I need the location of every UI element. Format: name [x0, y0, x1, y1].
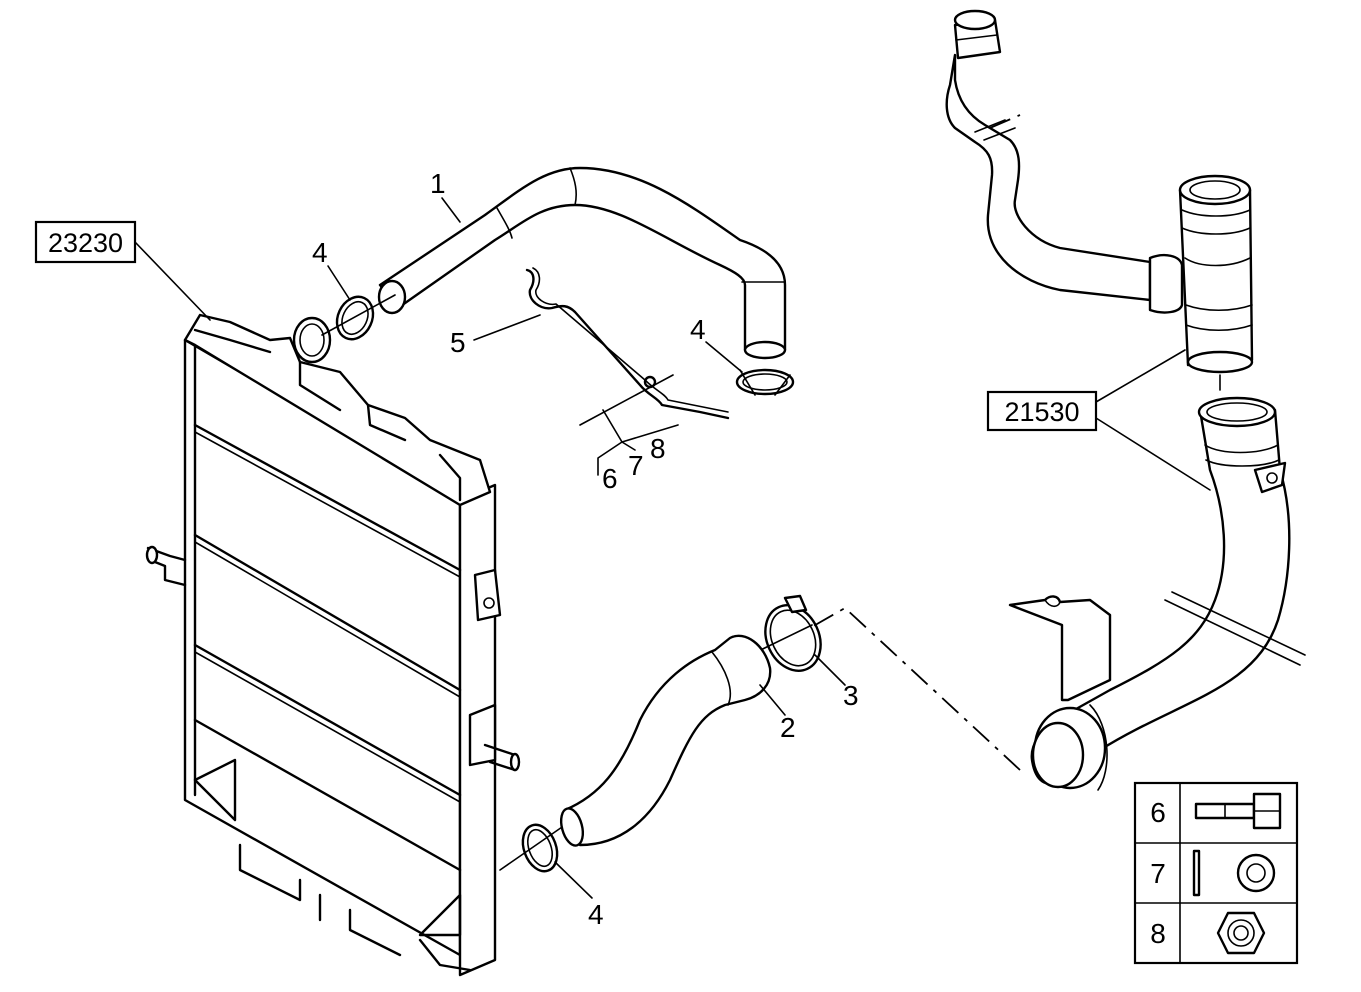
legend-number-8: 8 [1150, 918, 1166, 949]
legend-number-7: 7 [1150, 858, 1166, 889]
legend-number-6: 6 [1150, 797, 1166, 828]
clamp-axis-line [321, 294, 396, 336]
hex-nut-icon [1216, 911, 1266, 955]
lower-hose [559, 634, 772, 847]
clamp-lower-right [764, 594, 822, 672]
washer-icon [1192, 849, 1276, 897]
callout-4-top-left: 4 [312, 237, 328, 268]
callout-7: 7 [628, 450, 644, 481]
ref-pipe-assembly-leaders [1095, 349, 1211, 491]
fastener-leader [597, 409, 679, 476]
clamp-top-left [335, 295, 375, 341]
callout-5: 5 [450, 327, 466, 358]
connection-line [809, 606, 1021, 771]
ref-box-radiator[interactable]: 23230 [34, 220, 137, 264]
callout-1: 1 [430, 168, 446, 199]
callout-2: 2 [780, 712, 796, 743]
fastener-axis-line [579, 374, 674, 426]
bolt-icon [1194, 792, 1282, 830]
callout-4-bottom: 4 [588, 899, 604, 930]
callout-6: 6 [602, 463, 618, 494]
callouts: 1 4 4 5 6 7 8 3 2 4 [312, 168, 859, 930]
ref-radiator-leader [134, 241, 211, 321]
fastener-legend: 6 7 8 [1133, 781, 1299, 965]
callout-8: 8 [650, 433, 666, 464]
break-line [989, 114, 1021, 129]
clamp-axis-line-lower [499, 824, 566, 871]
clamp-bottom [521, 823, 559, 873]
ref-box-pipe-assembly[interactable]: 21530 [986, 390, 1098, 432]
upper-hose [377, 166, 787, 360]
radiator [145, 313, 521, 977]
pipe-assembly-lower [1008, 396, 1306, 791]
callout-4-top-right: 4 [690, 314, 706, 345]
pipe-assembly-upper [945, 9, 1254, 391]
clamp-top-right [735, 368, 795, 396]
ref-pipe-assembly-text: 21530 [1004, 397, 1079, 427]
ref-radiator-text: 23230 [48, 228, 123, 258]
callout-3: 3 [843, 680, 859, 711]
